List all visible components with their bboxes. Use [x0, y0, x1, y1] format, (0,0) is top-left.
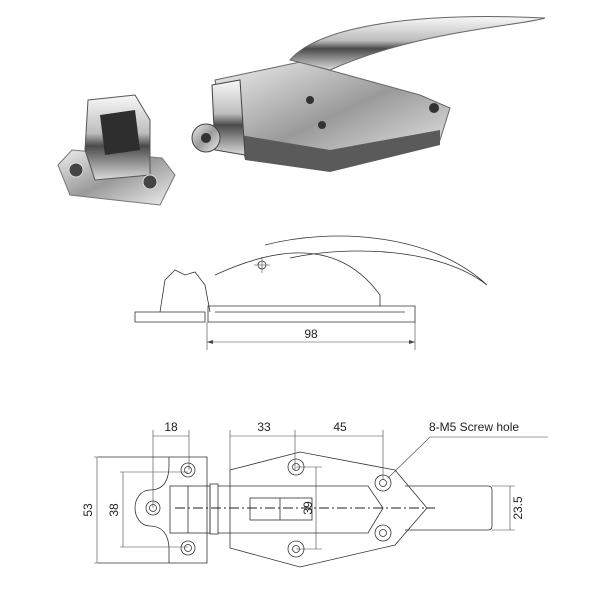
dim-45: 45: [333, 420, 347, 434]
keeper-outline: [98, 456, 219, 564]
side-view-drawing: 98: [134, 235, 488, 350]
screw-hole-note: 8-M5 Screw hole: [429, 420, 519, 434]
side-length-label: 98: [304, 327, 318, 341]
keeper-photo: [57, 94, 176, 206]
dim-33: 33: [257, 420, 271, 434]
latch-plate-outline: [218, 451, 493, 568]
dim-53: 53: [81, 503, 95, 517]
dim-18: 18: [164, 420, 178, 434]
dim-23-5: 23.5: [511, 496, 525, 520]
top-view-drawing: 18 33 45 8-M5 Screw hole 53 38 39 23.5: [81, 420, 548, 568]
dim-39: 39: [301, 501, 315, 515]
product-photo: [57, 16, 546, 206]
dim-38: 38: [107, 503, 121, 517]
latch-photo: [191, 16, 546, 172]
dimension-lines: [94, 430, 548, 564]
